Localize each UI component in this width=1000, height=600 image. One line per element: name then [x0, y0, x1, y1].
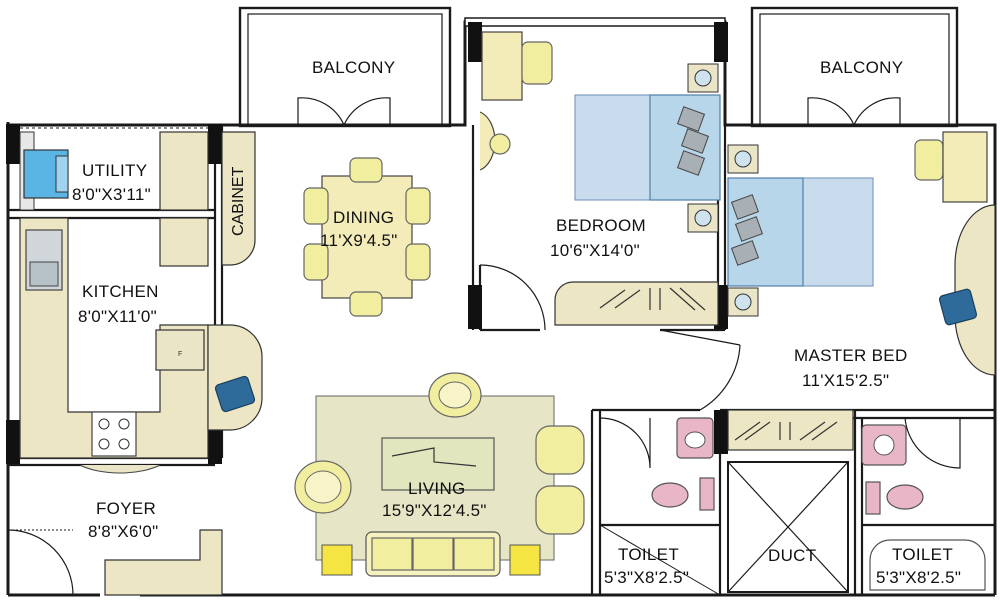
living-sofa: [365, 531, 501, 577]
master-door: [659, 329, 741, 411]
foyer-label: FOYER: [96, 499, 156, 518]
toilet-left-fixtures: [599, 417, 721, 596]
bedroom-wardrobe: [554, 281, 719, 326]
toilet-left-label: TOILET: [618, 545, 679, 564]
master-bed-label: MASTER BED: [794, 346, 908, 365]
master-wardrobe: [727, 409, 854, 451]
balcony-left-area: [238, 6, 452, 128]
bedroom-bed: [574, 94, 721, 201]
living-label: LIVING: [408, 479, 466, 498]
balcony-left-label: BALCONY: [312, 58, 395, 77]
living-cushions: [321, 544, 541, 576]
breakfast-counter: [207, 324, 263, 431]
utility-label: UTILITY: [82, 161, 147, 180]
toilet-right-label: TOILET: [892, 545, 953, 564]
balcony-right-label: BALCONY: [820, 58, 903, 77]
master-work-table: [938, 204, 996, 376]
toilet-right-size: 5'3"X8'2.5": [876, 568, 961, 587]
utility-size: 8'0"X3'11": [72, 185, 151, 204]
kitchen-size: 8'0"X11'0": [78, 307, 157, 326]
toilet-left-size: 5'3"X8'2.5": [604, 568, 689, 587]
kitchen-counter: [19, 217, 209, 459]
cabinet-unit: [221, 131, 256, 266]
bedroom-side-chair: [479, 111, 511, 171]
kitchen-label: KITCHEN: [82, 282, 159, 301]
balcony-right-door: [807, 97, 901, 126]
living-coffee-table: [381, 437, 495, 491]
bedroom-label: BEDROOM: [556, 216, 646, 235]
duct-label: DUCT: [768, 546, 816, 565]
foyer-console: [104, 529, 223, 596]
dining-label: DINING: [333, 208, 394, 227]
duct-shaft: [727, 461, 849, 593]
living-size: 15'9"X12'4.5": [382, 501, 487, 520]
cabinet-label: CABINET: [230, 166, 247, 236]
foyer-size: 8'8"X6'0": [88, 522, 158, 541]
master-bed-size: 11'X15'2.5": [802, 371, 889, 390]
toilet-right-fixtures: [861, 417, 986, 591]
refrigerator: F: [155, 329, 205, 371]
bedroom-study-desk: [481, 31, 553, 101]
bedroom-nightstands: [687, 63, 719, 233]
kitchen-arch: [79, 464, 161, 474]
entrance-door: [7, 529, 74, 596]
living-armchairs: [294, 372, 585, 535]
dining-size: 11'X9'4.5": [320, 231, 398, 250]
kitchen-chair: [214, 375, 256, 413]
master-bed: [727, 177, 874, 287]
master-study-desk: [914, 131, 988, 203]
hob-stove: [91, 411, 137, 457]
bedroom-door: [479, 264, 546, 331]
master-nightstands: [727, 144, 759, 317]
utility-room: [19, 127, 209, 211]
fridge-mark: F: [178, 351, 182, 358]
dining-table-set: [303, 157, 431, 317]
balcony-left-door: [297, 97, 391, 126]
kitchen-sink: [25, 229, 63, 291]
structural-columns: [6, 22, 728, 464]
bedroom-size: 10'6"X14'0": [550, 241, 640, 260]
